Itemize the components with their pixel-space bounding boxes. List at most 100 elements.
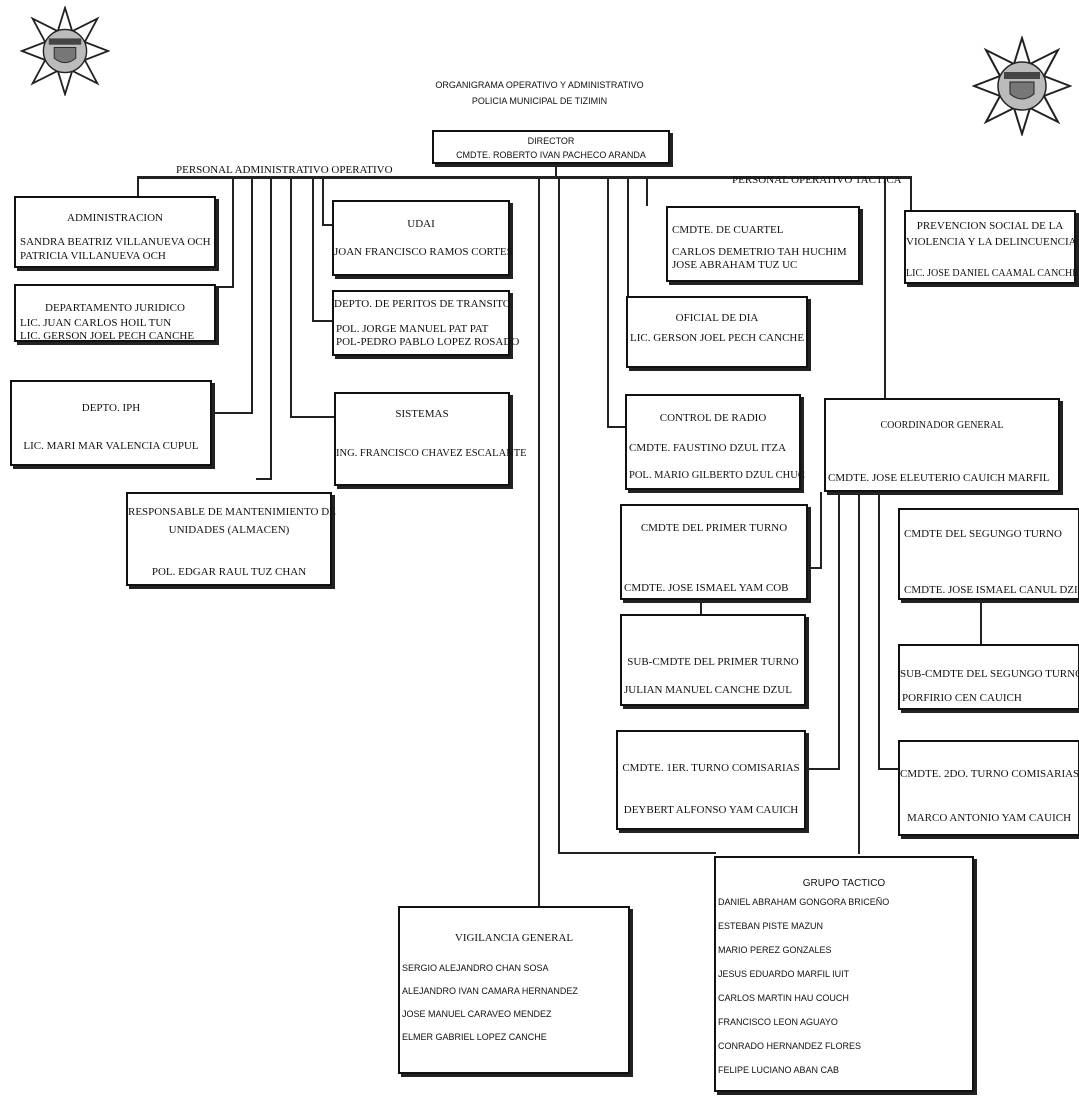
member-name: POL. JORGE MANUEL PAT PAT bbox=[336, 323, 489, 335]
member-name: SANDRA BEATRIZ VILLANUEVA OCH bbox=[20, 236, 211, 248]
connector-line bbox=[312, 176, 314, 322]
connector-line bbox=[270, 176, 272, 478]
grupo-tactico-box: GRUPO TACTICO DANIEL ABRAHAM GONGORA BRI… bbox=[714, 856, 974, 1092]
cuartel-box: CMDTE. DE CUARTEL CARLOS DEMETRIO TAH HU… bbox=[666, 206, 860, 282]
connector-line bbox=[322, 224, 334, 226]
member-name: ESTEBAN PISTE MAZUN bbox=[718, 921, 824, 931]
police-star-badge-icon bbox=[19, 4, 111, 101]
connector-line bbox=[555, 163, 557, 178]
connector-line bbox=[700, 600, 702, 614]
juridico-box: DEPARTAMENTO JURIDICO LIC. JUAN CARLOS H… bbox=[14, 284, 216, 342]
chart-title: ORGANIGRAMA OPERATIVO Y ADMINISTRATIVO bbox=[435, 80, 644, 90]
member-name: LIC. JOSE DANIEL CAAMAL CANCHE bbox=[906, 268, 1079, 279]
connector-line bbox=[980, 600, 982, 644]
connector-line bbox=[646, 176, 648, 206]
chart-subtitle: POLICIA MUNICIPAL DE TIZIMIN bbox=[471, 96, 608, 106]
peritos-box: DEPTO. DE PERITOS DE TRANSITO POL. JORGE… bbox=[332, 290, 519, 356]
mantenimiento-box: RESPONSABLE DE MANTENIMIENTO DE UNIDADES… bbox=[126, 492, 336, 586]
member-name: LIC. JUAN CARLOS HOIL TUN bbox=[20, 317, 172, 329]
connector-line bbox=[878, 768, 898, 770]
box-title: VIOLENCIA Y LA DELINCUENCIA bbox=[906, 236, 1077, 248]
connector-line bbox=[322, 176, 324, 226]
iph-box: DEPTO. IPH LIC. MARI MAR VALENCIA CUPUL bbox=[10, 380, 212, 466]
police-star-badge-icon bbox=[971, 34, 1073, 141]
connector-line bbox=[290, 416, 334, 418]
box-title: OFICIAL DE DIA bbox=[675, 312, 759, 324]
connector-line bbox=[558, 176, 560, 853]
box-title: UDAI bbox=[407, 218, 435, 230]
box-title: CMDTE DEL PRIMER TURNO bbox=[640, 522, 788, 534]
connector-line bbox=[251, 176, 253, 412]
member-name: CONRADO HERNANDEZ FLORES bbox=[718, 1041, 862, 1051]
member-name: FRANCISCO LEON AGUAYO bbox=[718, 1017, 838, 1027]
connector-line bbox=[137, 176, 912, 179]
member-name: CMDTE. JOSE ELEUTERIO CAUICH MARFIL bbox=[828, 472, 1050, 484]
connector-line bbox=[884, 492, 898, 494]
box-title: CMDTE. 1ER. TURNO COMISARIAS bbox=[622, 762, 800, 774]
box-title: DEPTO. IPH bbox=[81, 402, 141, 414]
member-name: POL-PEDRO PABLO LOPEZ ROSADO bbox=[336, 336, 520, 348]
box-title: RESPONSABLE DE MANTENIMIENTO DE bbox=[128, 506, 336, 518]
box-title: UNIDADES (ALMACEN) bbox=[168, 524, 290, 536]
oficial-box: OFICIAL DE DIA LIC. GERSON JOEL PECH CAN… bbox=[626, 296, 808, 368]
member-name: PORFIRIO CEN CAUICH bbox=[902, 692, 1022, 704]
box-title: DEPARTAMENTO JURIDICO bbox=[45, 302, 185, 314]
member-name: JESUS EDUARDO MARFIL IUIT bbox=[718, 969, 850, 979]
segundo-turno-box: CMDTE DEL SEGUNGO TURNO CMDTE. JOSE ISMA… bbox=[898, 508, 1079, 600]
connector-line bbox=[538, 176, 540, 906]
connector-line bbox=[910, 176, 912, 212]
box-title: GRUPO TACTICO bbox=[802, 878, 886, 889]
member-name: ELMER GABRIEL LOPEZ CANCHE bbox=[402, 1032, 547, 1042]
vigilancia-general-box: VIGILANCIA GENERAL SERGIO ALEJANDRO CHAN… bbox=[398, 906, 630, 1074]
box-title: SUB-CMDTE DEL SEGUNGO TURNO bbox=[900, 668, 1079, 680]
member-name: CMDTE. JOSE ISMAEL YAM COB bbox=[624, 582, 789, 594]
member-name: LIC. GERSON JOEL PECH CANCHE bbox=[20, 330, 195, 342]
box-title: VIGILANCIA GENERAL bbox=[454, 932, 574, 944]
member-name: JULIAN MANUEL CANCHE DZUL bbox=[624, 684, 792, 696]
box-title: SISTEMAS bbox=[395, 408, 449, 420]
box-title: DEPTO. DE PERITOS DE TRANSITO bbox=[334, 298, 511, 310]
box-title: CMDTE. 2DO. TURNO COMISARIAS bbox=[900, 768, 1079, 780]
connector-line bbox=[878, 492, 880, 770]
member-name: DEYBERT ALFONSO YAM CAUICH bbox=[623, 804, 799, 816]
connector-line bbox=[137, 176, 139, 196]
connector-line bbox=[312, 320, 332, 322]
member-name: JOSE MANUEL CARAVEO MENDEZ bbox=[402, 1009, 552, 1019]
connector-line bbox=[627, 176, 629, 298]
box-title: CMDTE DEL SEGUNGO TURNO bbox=[904, 528, 1062, 540]
connector-line bbox=[607, 176, 609, 428]
radio-box: CONTROL DE RADIO CMDTE. FAUSTINO DZUL IT… bbox=[625, 394, 805, 490]
coordinador-box: COORDINADOR GENERAL CMDTE. JOSE ELEUTERI… bbox=[824, 398, 1060, 492]
member-name: JOSE ABRAHAM TUZ UC bbox=[672, 259, 798, 271]
section-label-tactica: PERSONAL OPERATIVO TACTICA bbox=[732, 174, 902, 186]
member-name: MARIO PEREZ GONZALES bbox=[718, 945, 832, 955]
connector-line bbox=[256, 478, 272, 480]
member-name: POL. MARIO GILBERTO DZUL CHUC bbox=[629, 470, 805, 481]
member-name: CMDTE. FAUSTINO DZUL ITZA bbox=[629, 442, 787, 454]
member-name: ING. FRANCISCO CHAVEZ ESCALANTE bbox=[336, 448, 527, 459]
section-label-admin: PERSONAL ADMINISTRATIVO OPERATIVO bbox=[176, 164, 393, 176]
sub-segundo-turno-box: SUB-CMDTE DEL SEGUNGO TURNO PORFIRIO CEN… bbox=[898, 644, 1079, 710]
connector-line bbox=[838, 492, 840, 770]
director-box: DIRECTOR CMDTE. ROBERTO IVAN PACHECO ARA… bbox=[432, 130, 670, 164]
prevencion-box: PREVENCION SOCIAL DE LA VIOLENCIA Y LA D… bbox=[904, 210, 1079, 284]
member-name: LIC. MARI MAR VALENCIA CUPUL bbox=[23, 440, 199, 452]
box-title: ADMINISTRACION bbox=[67, 212, 163, 224]
administracion-box: ADMINISTRACION SANDRA BEATRIZ VILLANUEVA… bbox=[14, 196, 216, 268]
member-name: DANIEL ABRAHAM GONGORA BRICEÑO bbox=[718, 897, 890, 907]
member-name: CMDTE. JOSE ISMAEL CANUL DZIB bbox=[904, 584, 1079, 596]
member-name: FELIPE LUCIANO ABAN CAB bbox=[718, 1065, 840, 1075]
box-title: PREVENCION SOCIAL DE LA bbox=[916, 220, 1064, 232]
connector-line bbox=[212, 412, 253, 414]
comisarias-2-box: CMDTE. 2DO. TURNO COMISARIAS MARCO ANTON… bbox=[898, 740, 1079, 836]
udai-box: UDAI JOAN FRANCISCO RAMOS CORTES bbox=[332, 200, 513, 276]
member-name: ALEJANDRO IVAN CAMARA HERNANDEZ bbox=[402, 986, 578, 996]
box-title: COORDINADOR GENERAL bbox=[880, 420, 1004, 431]
connector-line bbox=[232, 176, 234, 286]
member-name: POL. EDGAR RAUL TUZ CHAN bbox=[151, 566, 307, 578]
member-name: MARCO ANTONIO YAM CAUICH bbox=[906, 812, 1072, 824]
member-name: LIC. GERSON JOEL PECH CANCHE bbox=[630, 332, 805, 344]
primer-turno-box: CMDTE DEL PRIMER TURNO CMDTE. JOSE ISMAE… bbox=[620, 504, 808, 600]
box-title: CMDTE. DE CUARTEL bbox=[672, 224, 784, 236]
connector-line bbox=[820, 492, 822, 568]
